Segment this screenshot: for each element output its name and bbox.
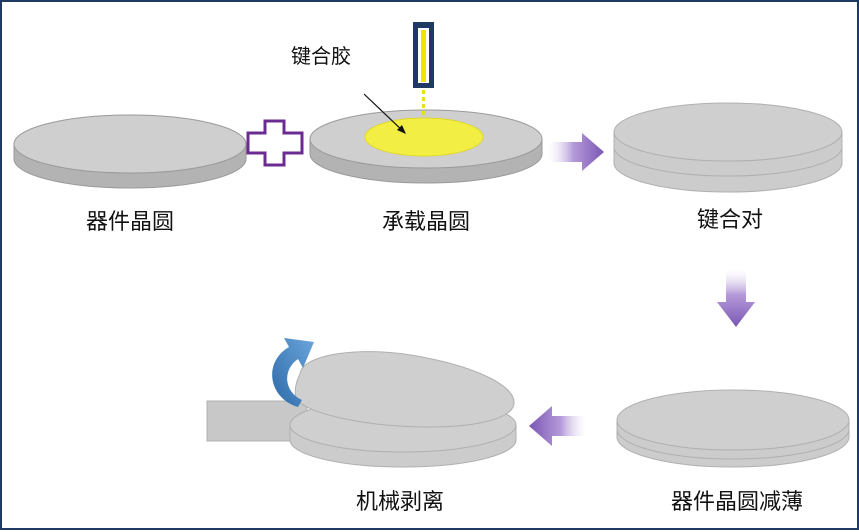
curved-arrow-icon: [272, 338, 314, 407]
carrier-wafer: [309, 109, 543, 184]
dispenser-icon: [413, 22, 434, 118]
right-arrow-icon: [548, 133, 604, 171]
left-arrow-icon: [529, 406, 587, 446]
mechanical-debond-stage: [206, 351, 517, 468]
label-mechanical-debond: 机械剥离: [355, 490, 445, 515]
bonded-pair: [613, 102, 843, 193]
adhesive-callout-line: [363, 93, 406, 134]
label-device-thinning: 器件晶圆减薄: [670, 490, 804, 515]
down-arrow-icon: [717, 268, 755, 327]
adhesive-layer: [364, 117, 484, 157]
thinned-bonded-pair: [616, 389, 850, 468]
label-bonded-pair: 键合对: [696, 208, 764, 233]
device-wafer: [13, 114, 247, 189]
label-adhesive: 键合胶: [291, 44, 351, 68]
label-device-wafer: 器件晶圆: [85, 210, 175, 235]
label-carrier-wafer: 承载晶圆: [381, 210, 471, 235]
plus-icon: [246, 119, 304, 167]
